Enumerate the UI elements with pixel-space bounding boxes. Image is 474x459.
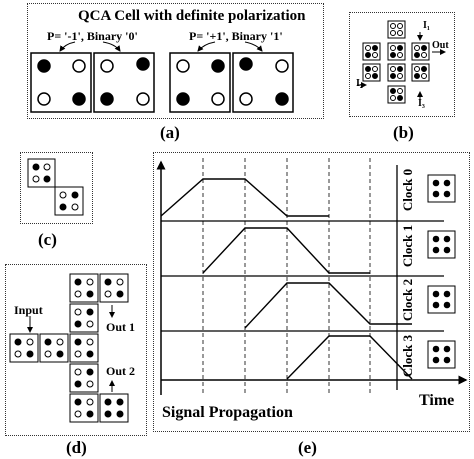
qca-cell-a3 xyxy=(169,52,231,113)
panel-c xyxy=(20,152,93,224)
clock-waveforms xyxy=(160,178,413,380)
i2-label: I₂ xyxy=(356,78,363,89)
clock-cells xyxy=(427,174,456,369)
panel-a-left-label: P= '-1', Binary '0' xyxy=(47,29,138,43)
out1-label: Out 1 xyxy=(106,320,136,334)
panel-b xyxy=(349,12,455,117)
clock-grid-dashed xyxy=(202,158,371,395)
panel-e-caption: (e) xyxy=(298,438,317,457)
qca-cell-a2 xyxy=(93,52,155,113)
majority-gate-cells xyxy=(362,20,430,104)
panel-a-arrows xyxy=(59,41,263,52)
panel-c-caption: (c) xyxy=(38,230,57,249)
x-axis-label: Signal Propagation xyxy=(162,404,293,421)
out2-label: Out 2 xyxy=(106,364,136,378)
panel-b-arrows xyxy=(357,32,446,100)
time-label: Time xyxy=(419,392,455,409)
out-label: Out xyxy=(432,40,449,51)
panel-a-caption: (a) xyxy=(160,123,180,142)
panel-d-caption: (d) xyxy=(66,438,87,457)
axes xyxy=(156,160,468,395)
panel-a xyxy=(27,3,324,119)
input-label: Input xyxy=(14,303,43,317)
i3-label: I₃ xyxy=(418,98,425,109)
panel-d-arrows xyxy=(27,305,115,392)
panel-d xyxy=(5,264,147,436)
qca-cell-a4 xyxy=(232,52,294,113)
panel-b-caption: (b) xyxy=(393,123,414,142)
i1-label: I₁ xyxy=(423,20,430,31)
panel-e xyxy=(153,152,470,432)
qca-cell-a1 xyxy=(30,52,92,113)
panel-a-title: QCA Cell with definite polarization xyxy=(78,8,306,24)
panel-a-right-label: P= '+1', Binary '1' xyxy=(189,29,283,43)
wire-cells xyxy=(27,158,84,216)
fanout-cells xyxy=(9,273,129,423)
